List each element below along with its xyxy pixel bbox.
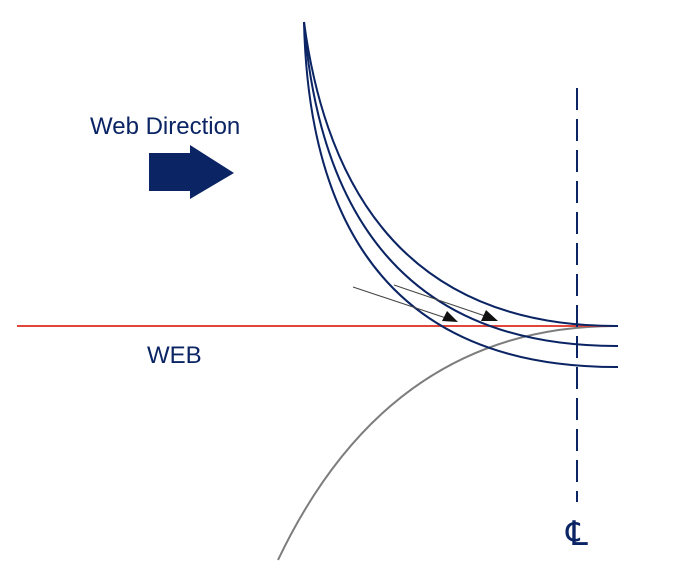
tangent-line-right — [393, 284, 492, 319]
tangent-arrowhead-left — [442, 311, 458, 322]
tangent-arrowhead-right — [481, 310, 498, 321]
right-block-arrow-icon — [149, 145, 234, 199]
web-label: WEB — [147, 342, 202, 369]
tangent-line-left — [352, 286, 453, 321]
centerline-symbol: ℄ — [565, 515, 588, 553]
web-direction-label: Web Direction — [90, 113, 240, 140]
curve-outer — [303, 21, 619, 369]
curve-middle — [303, 21, 619, 348]
curve-inner — [303, 21, 619, 328]
roll-arc — [277, 324, 619, 561]
